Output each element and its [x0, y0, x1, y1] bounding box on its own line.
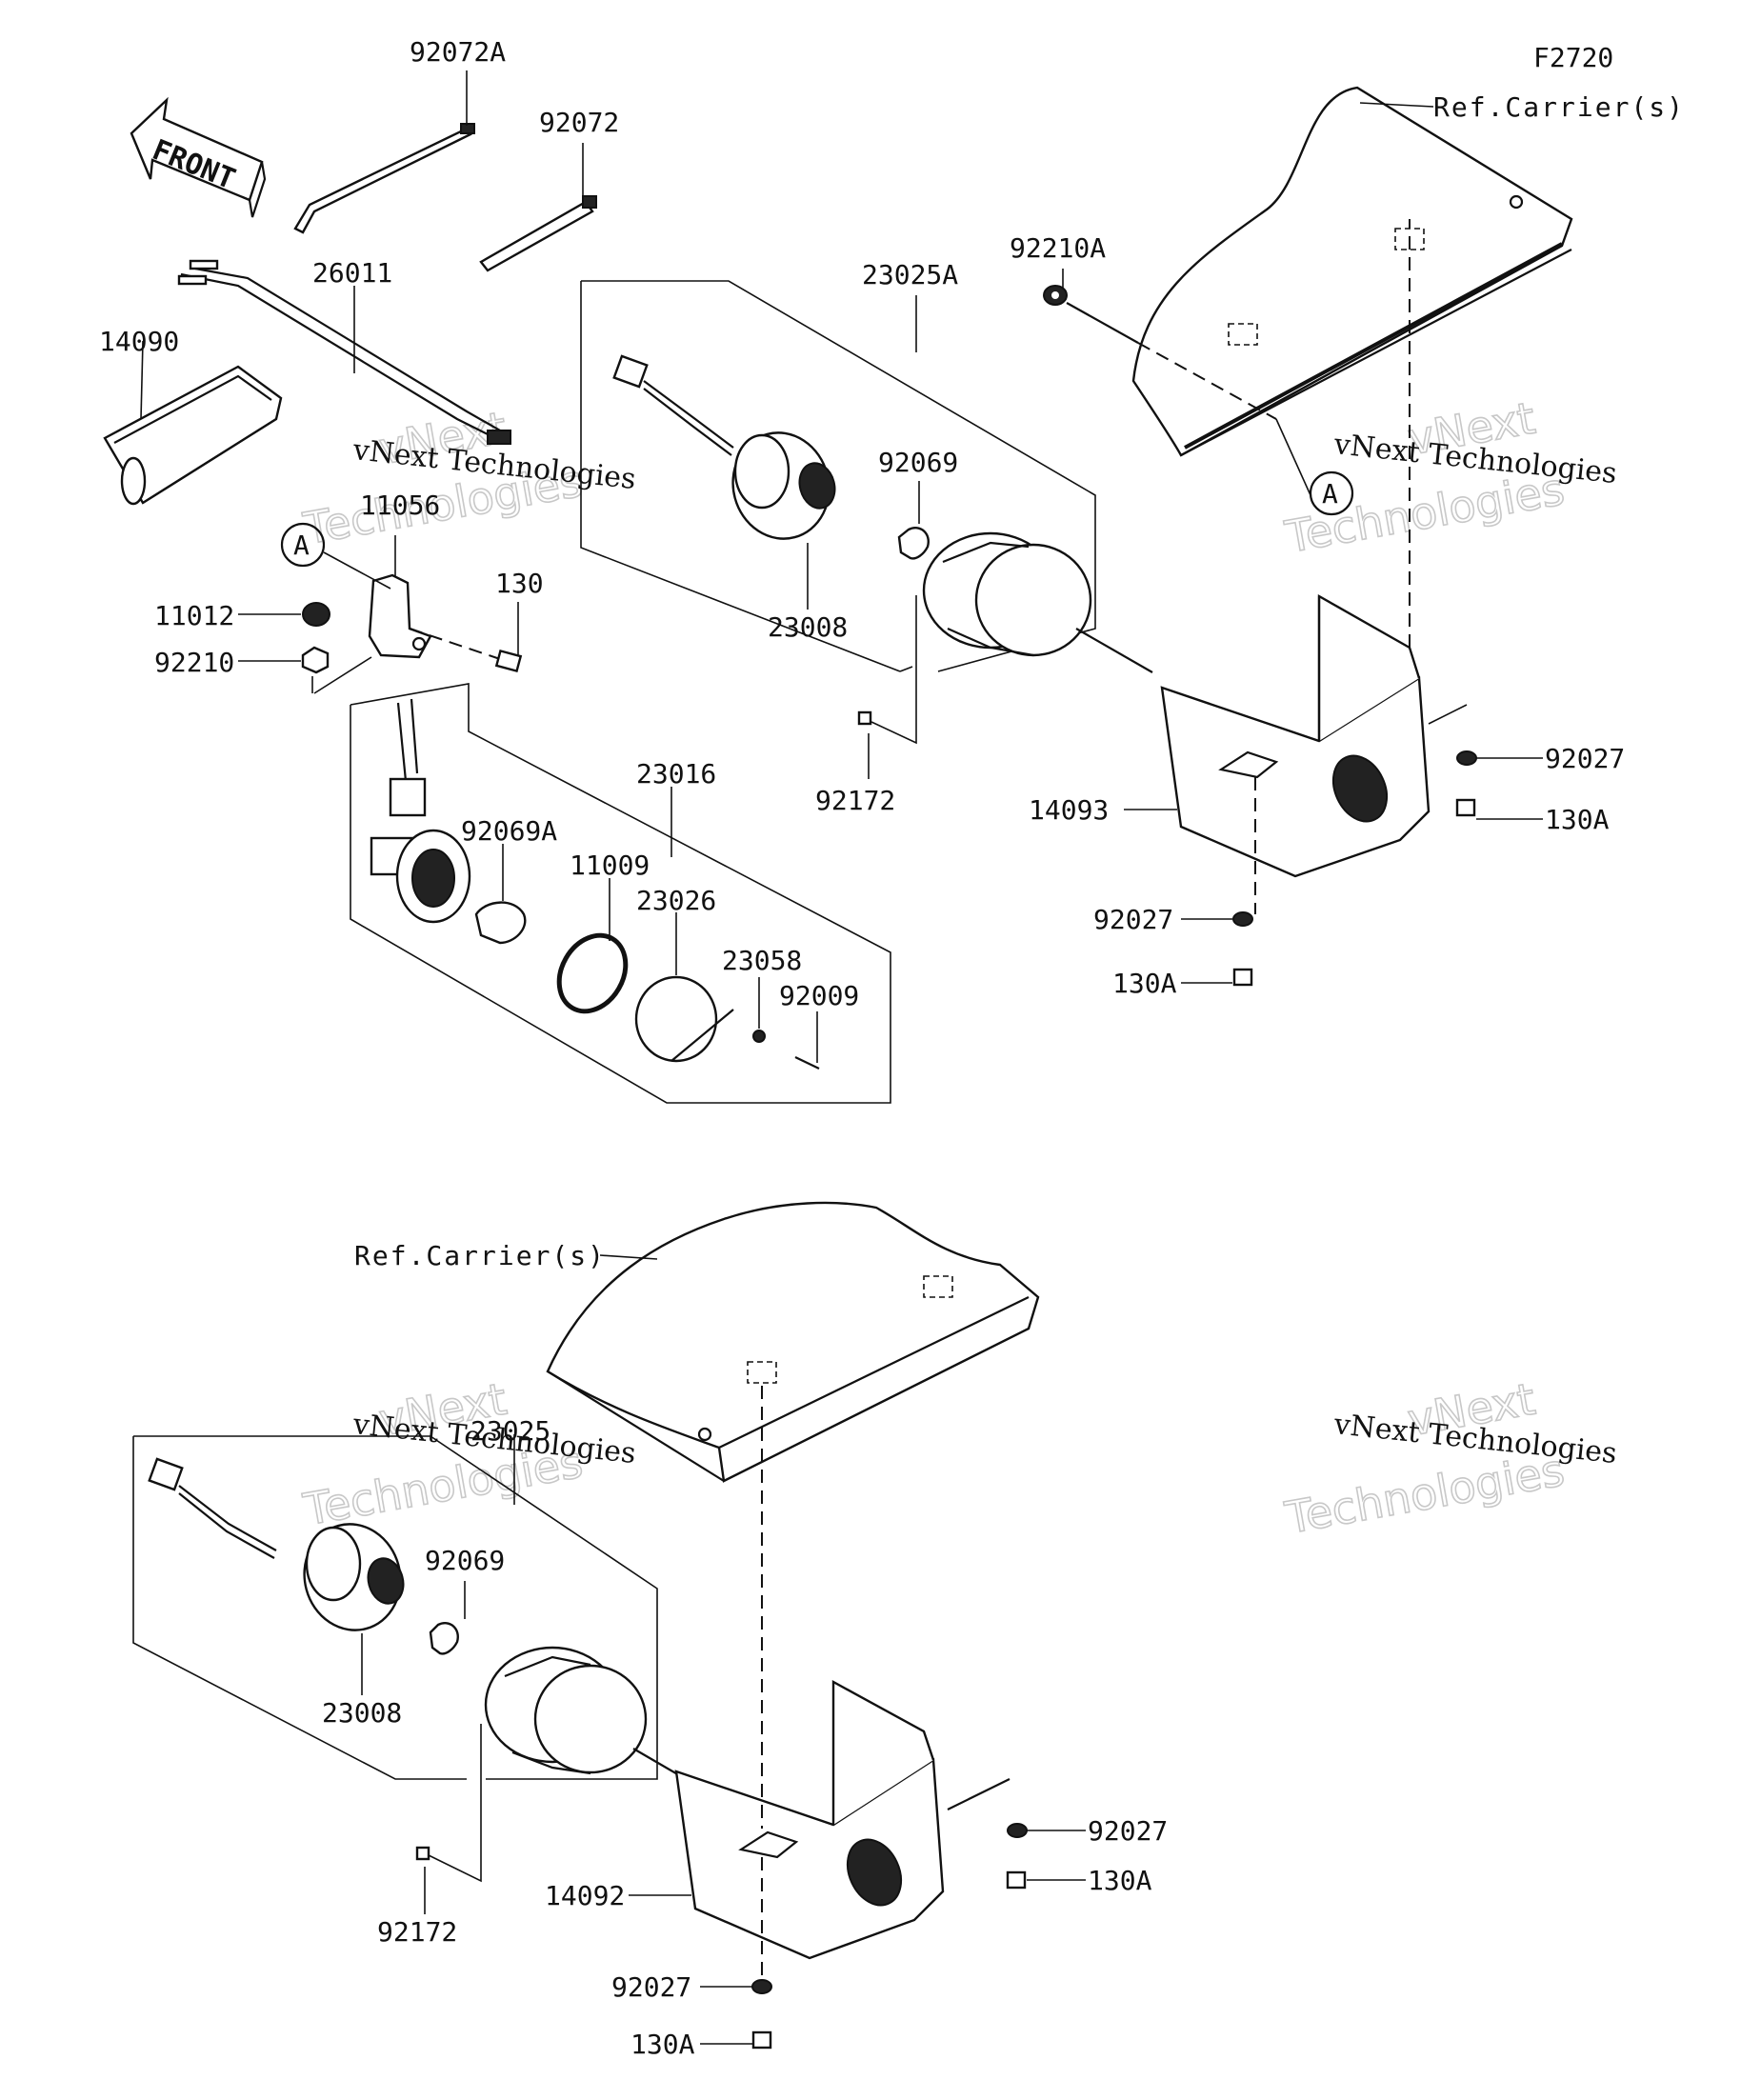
svg-text:11009: 11009 [570, 850, 650, 881]
reference-a-top-left: A [280, 522, 391, 590]
socket-23016 [370, 698, 471, 924]
svg-text:A: A [293, 530, 310, 561]
lamp-housing-top [922, 531, 1153, 673]
socket-23008-top: 23008 [612, 354, 848, 643]
nut-92210: 92210 [154, 646, 372, 694]
lens-14090: 14090 [99, 326, 283, 506]
svg-text:130A: 130A [1088, 1865, 1152, 1896]
nut-92210A: 92210A [1010, 232, 1277, 420]
bracket-11056: 11056 [360, 490, 440, 659]
washer-92027-r2: 92027 [1093, 904, 1253, 935]
svg-text:23058: 23058 [722, 945, 802, 976]
front-arrow-icon: FRONT [130, 96, 267, 218]
reference-a-top-right: A [1275, 418, 1354, 516]
svg-text:92027: 92027 [1088, 1815, 1168, 1847]
watermark-bottom-right: vNext Technologies vNext Technologies [1280, 1372, 1618, 1545]
svg-text:92027: 92027 [1545, 743, 1625, 774]
svg-text:92069A: 92069A [461, 815, 557, 847]
assembly-box-23016: 23016 [350, 683, 891, 1104]
lamp-housing-bottom [484, 1646, 687, 1780]
svg-text:23025: 23025 [470, 1415, 550, 1447]
washer-92027-b2: 92027 [611, 1971, 772, 2003]
carrier-top [1131, 86, 1573, 457]
wire-harness-26011: 26011 [177, 257, 511, 445]
svg-text:92069: 92069 [425, 1545, 505, 1576]
svg-text:92027: 92027 [1093, 904, 1173, 935]
assembly-box-23025: 23025 [132, 1415, 658, 1780]
ref-carrier-bottom-label: Ref.Carrier(s) [354, 1240, 658, 1271]
carrier-bottom [546, 1201, 1040, 1483]
svg-text:23008: 23008 [768, 611, 848, 643]
svg-text:92072: 92072 [539, 107, 619, 138]
cable-tie-92072A: 92072A [293, 36, 506, 234]
washer-92027-r1: 92027 [1428, 704, 1625, 774]
bolt-130A-b1: 130A [1006, 1865, 1152, 1896]
svg-text:130A: 130A [1545, 804, 1610, 835]
svg-text:Ref.Carrier(s): Ref.Carrier(s) [1433, 91, 1685, 123]
cover-14092: 14092 [545, 1386, 1011, 1981]
bolt-130: 130 [409, 568, 544, 673]
svg-text:92172: 92172 [377, 1916, 457, 1948]
screw-92009: 92009 [779, 980, 859, 1070]
svg-text:23026: 23026 [636, 885, 716, 916]
bulb-92069A: 92069A [461, 815, 557, 945]
svg-text:26011: 26011 [312, 257, 392, 289]
svg-text:Ref.Carrier(s): Ref.Carrier(s) [354, 1240, 606, 1271]
o-ring-11009: 11009 [556, 850, 650, 1014]
svg-text:23008: 23008 [322, 1697, 402, 1729]
svg-text:14090: 14090 [99, 326, 179, 357]
svg-text:11056: 11056 [360, 490, 440, 521]
figure-code: F2720 [1533, 42, 1613, 73]
svg-text:23016: 23016 [636, 758, 716, 790]
bolt-130A-b2: 130A [630, 2029, 772, 2060]
svg-text:14093: 14093 [1029, 794, 1109, 826]
svg-text:14092: 14092 [545, 1880, 625, 1911]
ref-carrier-top-label: Ref.Carrier(s) [1359, 91, 1685, 123]
svg-text:130: 130 [495, 568, 544, 599]
bolt-130A-r2: 130A [1112, 968, 1253, 999]
cable-tie-92072: 92072 [479, 107, 619, 272]
screw-92172-bottom: 92172 [377, 1724, 482, 1948]
washer-23058: 23058 [722, 945, 802, 1043]
svg-text:92210A: 92210A [1010, 232, 1106, 264]
bulb-92069-top: 92069 [878, 447, 958, 560]
svg-text:92009: 92009 [779, 980, 859, 1011]
svg-text:11012: 11012 [154, 600, 234, 631]
svg-text:92027: 92027 [611, 1971, 691, 2003]
bulb-92069-bottom: 92069 [425, 1545, 505, 1655]
lens-23026: 23026 [634, 885, 734, 1063]
cover-14093: 14093 [1029, 219, 1431, 914]
washer-92027-b1: 92027 [1007, 1815, 1168, 1847]
svg-text:130A: 130A [630, 2029, 695, 2060]
screw-92172-top: 92172 [815, 595, 917, 816]
svg-text:92210: 92210 [154, 647, 234, 678]
svg-text:92069: 92069 [878, 447, 958, 478]
svg-text:A: A [1322, 478, 1338, 510]
svg-text:130A: 130A [1112, 968, 1177, 999]
grommet-11012: 11012 [154, 600, 330, 631]
socket-23008-bottom: 23008 [148, 1457, 405, 1729]
svg-text:23025A: 23025A [862, 259, 958, 290]
bolt-130A-r1: 130A [1455, 798, 1610, 835]
svg-text:92172: 92172 [815, 785, 895, 816]
svg-text:92072A: 92072A [410, 36, 506, 68]
watermark-bottom-left: vNext Technologies vNext Technologies [298, 1372, 637, 1536]
